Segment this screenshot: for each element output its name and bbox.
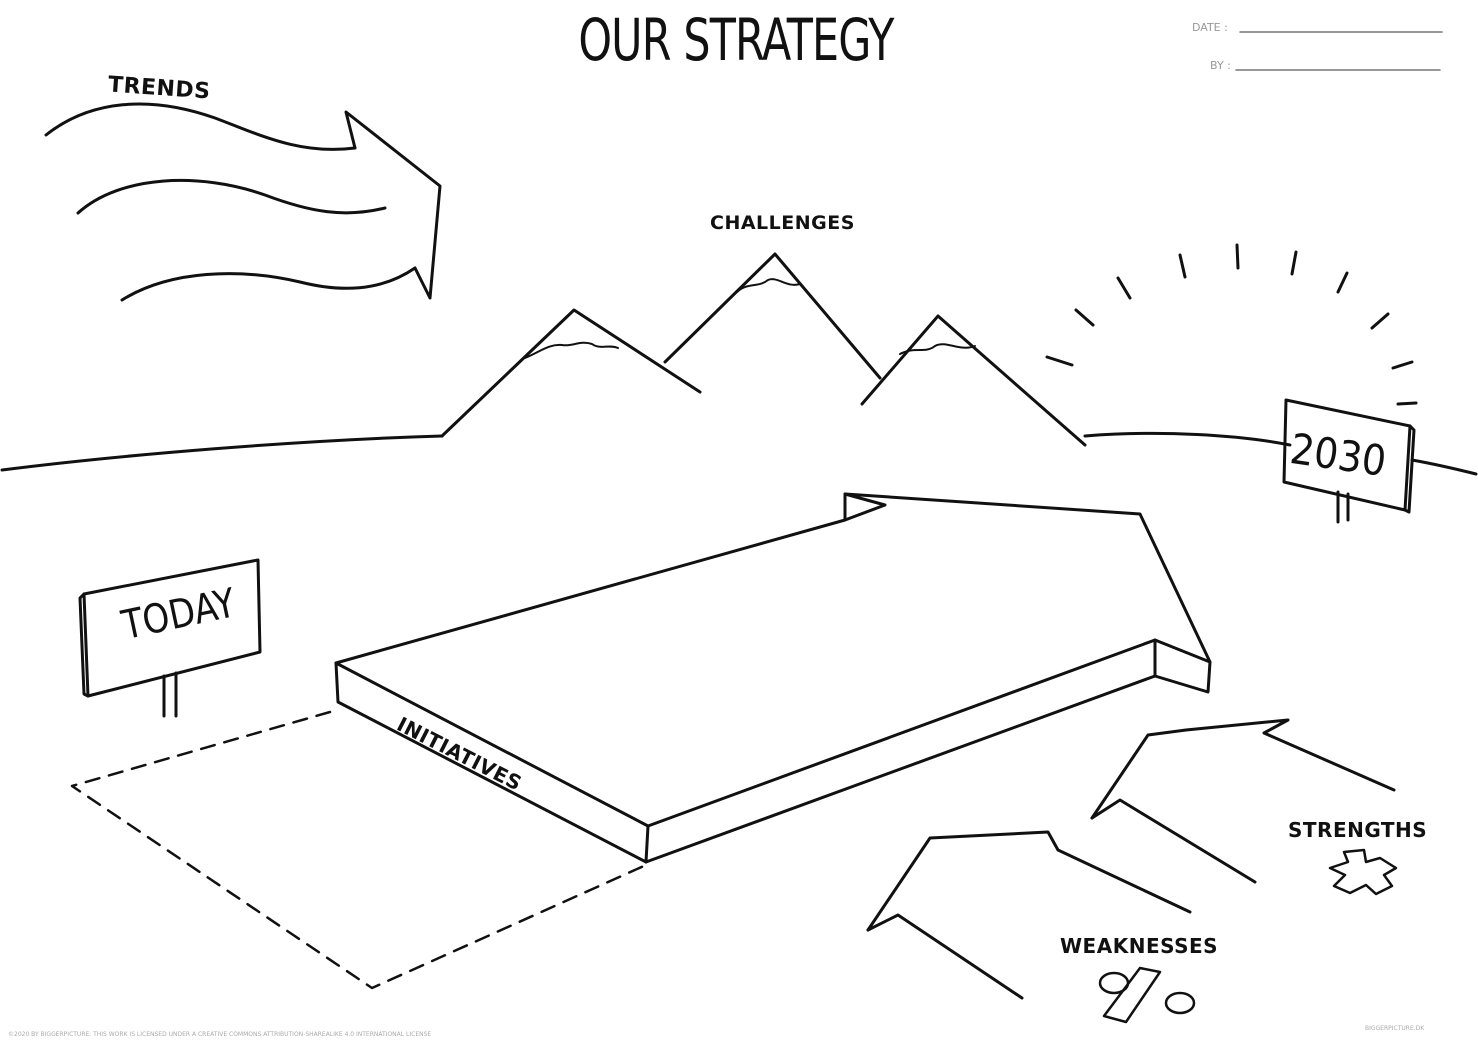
footer-site: BIGGERPICTURE.DK xyxy=(1365,1025,1424,1032)
footer-license: ©2020 BY BIGGERPICTURE. THIS WORK IS LIC… xyxy=(8,1031,431,1038)
strengths-arrow xyxy=(1092,720,1394,882)
strengths-label: STRENGTHS xyxy=(1288,818,1427,842)
horizon-line xyxy=(2,433,1476,474)
trends-arrow xyxy=(46,104,440,300)
dashed-start-area xyxy=(72,712,646,988)
date-label: DATE : xyxy=(1192,21,1228,34)
challenges-mountains xyxy=(442,254,1085,445)
weaknesses-label: WEAKNESSES xyxy=(1060,934,1218,958)
page-title: OUR STRATEGY xyxy=(130,6,1342,74)
by-label: BY : xyxy=(1210,59,1231,72)
initiatives-arrow xyxy=(336,494,1210,862)
weaknesses-arrow xyxy=(868,832,1190,998)
sun-rays xyxy=(1047,245,1416,404)
percent-icon xyxy=(1100,968,1194,1022)
plus-icon xyxy=(1330,850,1396,894)
challenges-label: CHALLENGES xyxy=(710,212,855,234)
